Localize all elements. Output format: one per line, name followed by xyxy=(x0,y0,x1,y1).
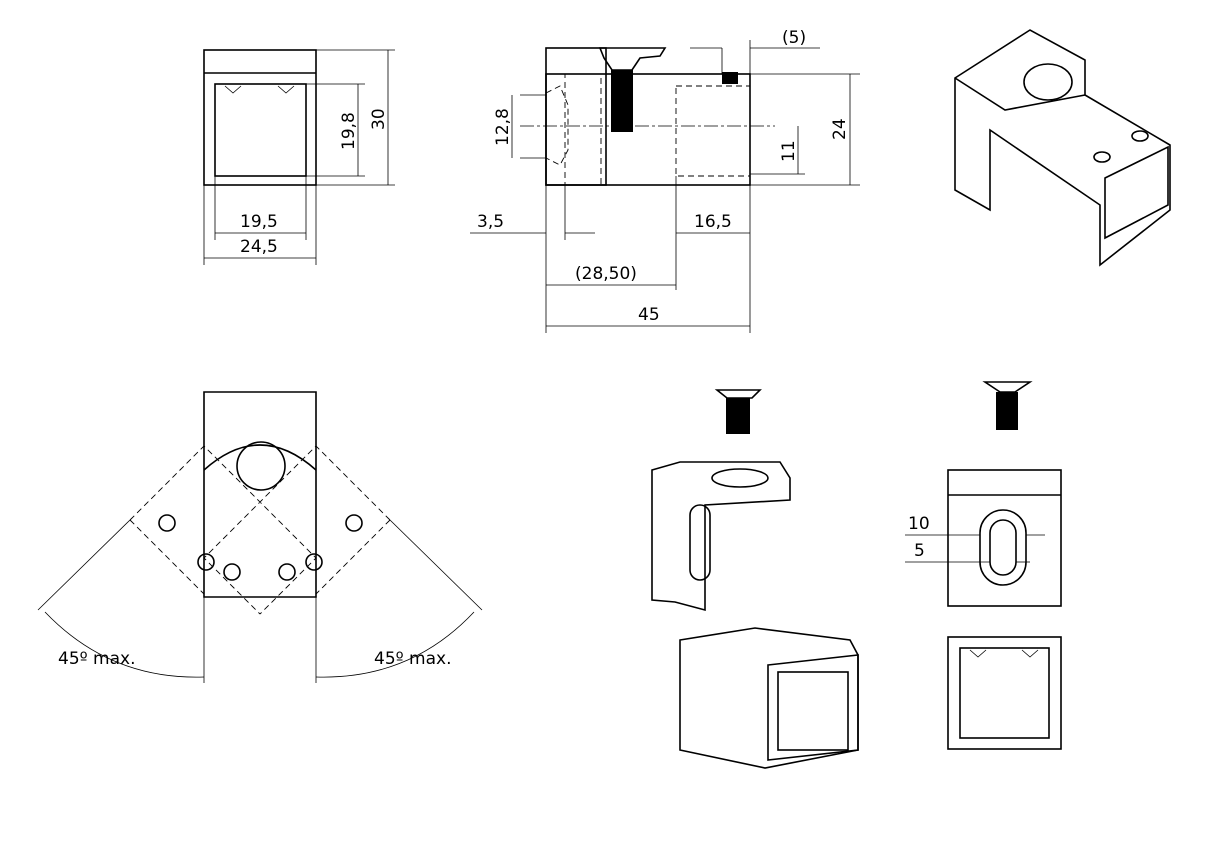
dim-outer-height: 30 xyxy=(369,108,389,130)
slot-view: 10 5 xyxy=(905,381,1062,750)
dim-outer-width: 24,5 xyxy=(240,237,278,257)
dim-slot-height: 12,8 xyxy=(493,108,513,146)
dim-lip: 3,5 xyxy=(477,212,504,232)
dim-slot-length: 10 xyxy=(908,514,930,534)
angle-right: 45º max. xyxy=(374,649,452,669)
dim-inner-width: 19,5 xyxy=(240,212,278,232)
dim-total-length: 45 xyxy=(638,305,660,325)
dim-screw-offset: (5) xyxy=(782,28,806,48)
front-view: 19,5 24,5 19,8 30 xyxy=(203,49,395,265)
exploded-view xyxy=(651,389,859,769)
top-view: 45º max. 45º max. xyxy=(37,391,483,683)
dim-center-height: 11 xyxy=(779,140,799,162)
angle-left: 45º max. xyxy=(58,649,136,669)
dim-tube-depth: 16,5 xyxy=(694,212,732,232)
dim-tube-height: 24 xyxy=(830,118,850,140)
dim-slot-width: 5 xyxy=(914,541,925,561)
dim-reference-length: (28,50) xyxy=(575,264,637,284)
dim-inner-height: 19,8 xyxy=(339,112,359,150)
side-view: 12,8 3,5 (28,50) 45 16,5 11 24 (5) xyxy=(470,28,860,333)
isometric-view xyxy=(954,29,1171,267)
